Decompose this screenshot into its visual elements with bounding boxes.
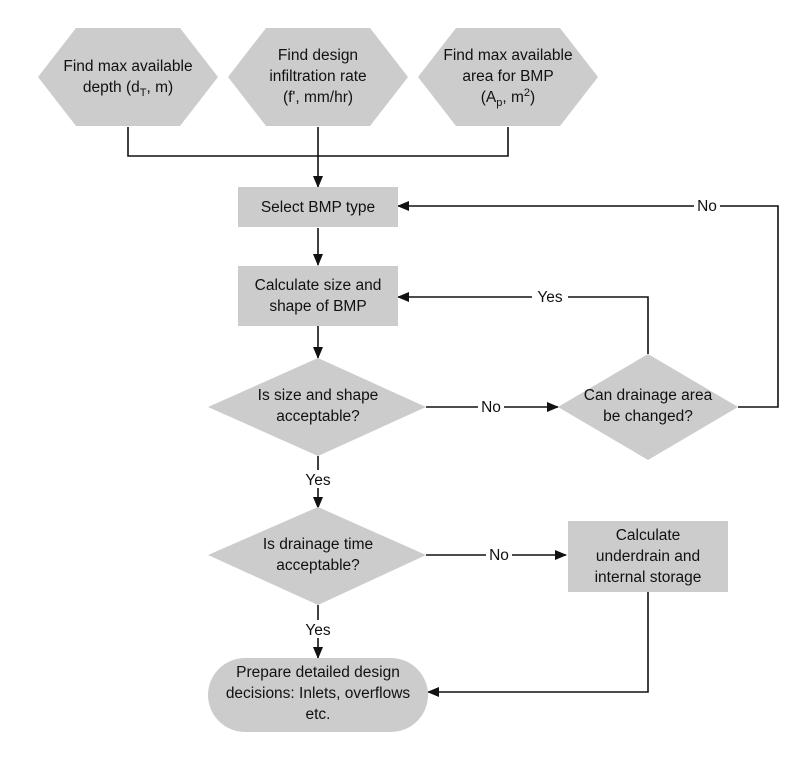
edge-label-backgrounds — [300, 197, 720, 638]
find-area-line3-a: (A — [481, 89, 497, 106]
size-check-label-2: acceptable? — [276, 408, 360, 425]
connector-change-yes — [397, 292, 649, 354]
find-area-label-3: (Ap, m2) — [481, 87, 535, 109]
calc-underdrain-label-1: Calculate — [616, 527, 681, 544]
edge-label-size-no: No — [481, 399, 501, 416]
label-bg-change-yes — [532, 288, 568, 306]
connector-depth-merge — [127, 127, 318, 157]
find-area-line3-c: ) — [530, 89, 535, 106]
find-area-superscript: 2 — [524, 87, 530, 99]
label-bg-size-yes — [300, 470, 336, 488]
prepare-label-1: Prepare detailed design — [236, 664, 400, 681]
drain-check-diamond — [208, 507, 426, 605]
edge-labels: No Yes Yes No No Yes — [305, 198, 717, 639]
prepare-terminal — [208, 658, 428, 732]
label-bg-drain-yes — [300, 620, 336, 638]
edge-label-drain-yes: Yes — [305, 622, 331, 639]
calc-size-box — [238, 266, 398, 326]
find-area-label-2: area for BMP — [462, 68, 553, 85]
size-check-label-1: Is size and shape — [258, 387, 379, 404]
calc-size-label-2: shape of BMP — [269, 298, 366, 315]
drain-check-label-1: Is drainage time — [263, 536, 373, 553]
select-bmp-box — [238, 187, 398, 227]
find-area-hexagon — [418, 28, 598, 126]
edge-label-change-no: No — [697, 198, 717, 215]
calc-underdrain-label-3: internal storage — [595, 569, 702, 586]
label-bg-change-no — [694, 197, 720, 215]
find-depth-subscript: T — [140, 87, 147, 99]
find-depth-line2-a: depth (d — [83, 79, 140, 96]
find-area-label-1: Find max available — [443, 47, 572, 64]
label-bg-drain-no — [486, 546, 512, 564]
prepare-label-2: decisions: Inlets, overflows — [226, 685, 411, 702]
find-area-line3-b: , m — [502, 89, 524, 106]
find-rate-label-1: Find design — [278, 47, 358, 64]
connector-underdrain-to-prepare — [427, 592, 649, 697]
connector-area-merge — [318, 127, 509, 157]
find-depth-line2-b: , m) — [146, 79, 173, 96]
find-rate-hexagon — [228, 28, 408, 126]
edge-label-size-yes: Yes — [305, 472, 331, 489]
find-depth-label: Find max available — [63, 58, 192, 75]
find-depth-label-line2: depth (dT, m) — [83, 79, 173, 99]
calc-underdrain-label-2: underdrain and — [596, 548, 700, 565]
drain-check-label-2: acceptable? — [276, 557, 360, 574]
change-area-diamond — [558, 354, 738, 460]
find-rate-label-3: (f', mm/hr) — [283, 89, 353, 106]
change-area-label-2: be changed? — [603, 408, 693, 425]
find-area-subscript: p — [496, 97, 502, 109]
edge-label-change-yes: Yes — [537, 289, 563, 306]
edge-label-drain-no: No — [489, 547, 509, 564]
find-depth-line-1: Find max available — [63, 58, 192, 75]
size-check-diamond — [208, 358, 426, 456]
calc-underdrain-box — [568, 521, 728, 592]
shapes — [38, 28, 738, 732]
label-bg-size-no — [478, 398, 504, 416]
calc-size-label-1: Calculate size and — [255, 277, 382, 294]
find-rate-label-2: infiltration rate — [269, 68, 366, 85]
connector-change-no — [397, 201, 779, 408]
node-labels: Find max available depth (dT, m) Find de… — [63, 47, 712, 723]
select-bmp-label: Select BMP type — [261, 199, 375, 216]
change-area-label-1: Can drainage area — [584, 387, 713, 404]
find-depth-hexagon — [38, 28, 218, 126]
prepare-label-3: etc. — [306, 706, 331, 723]
